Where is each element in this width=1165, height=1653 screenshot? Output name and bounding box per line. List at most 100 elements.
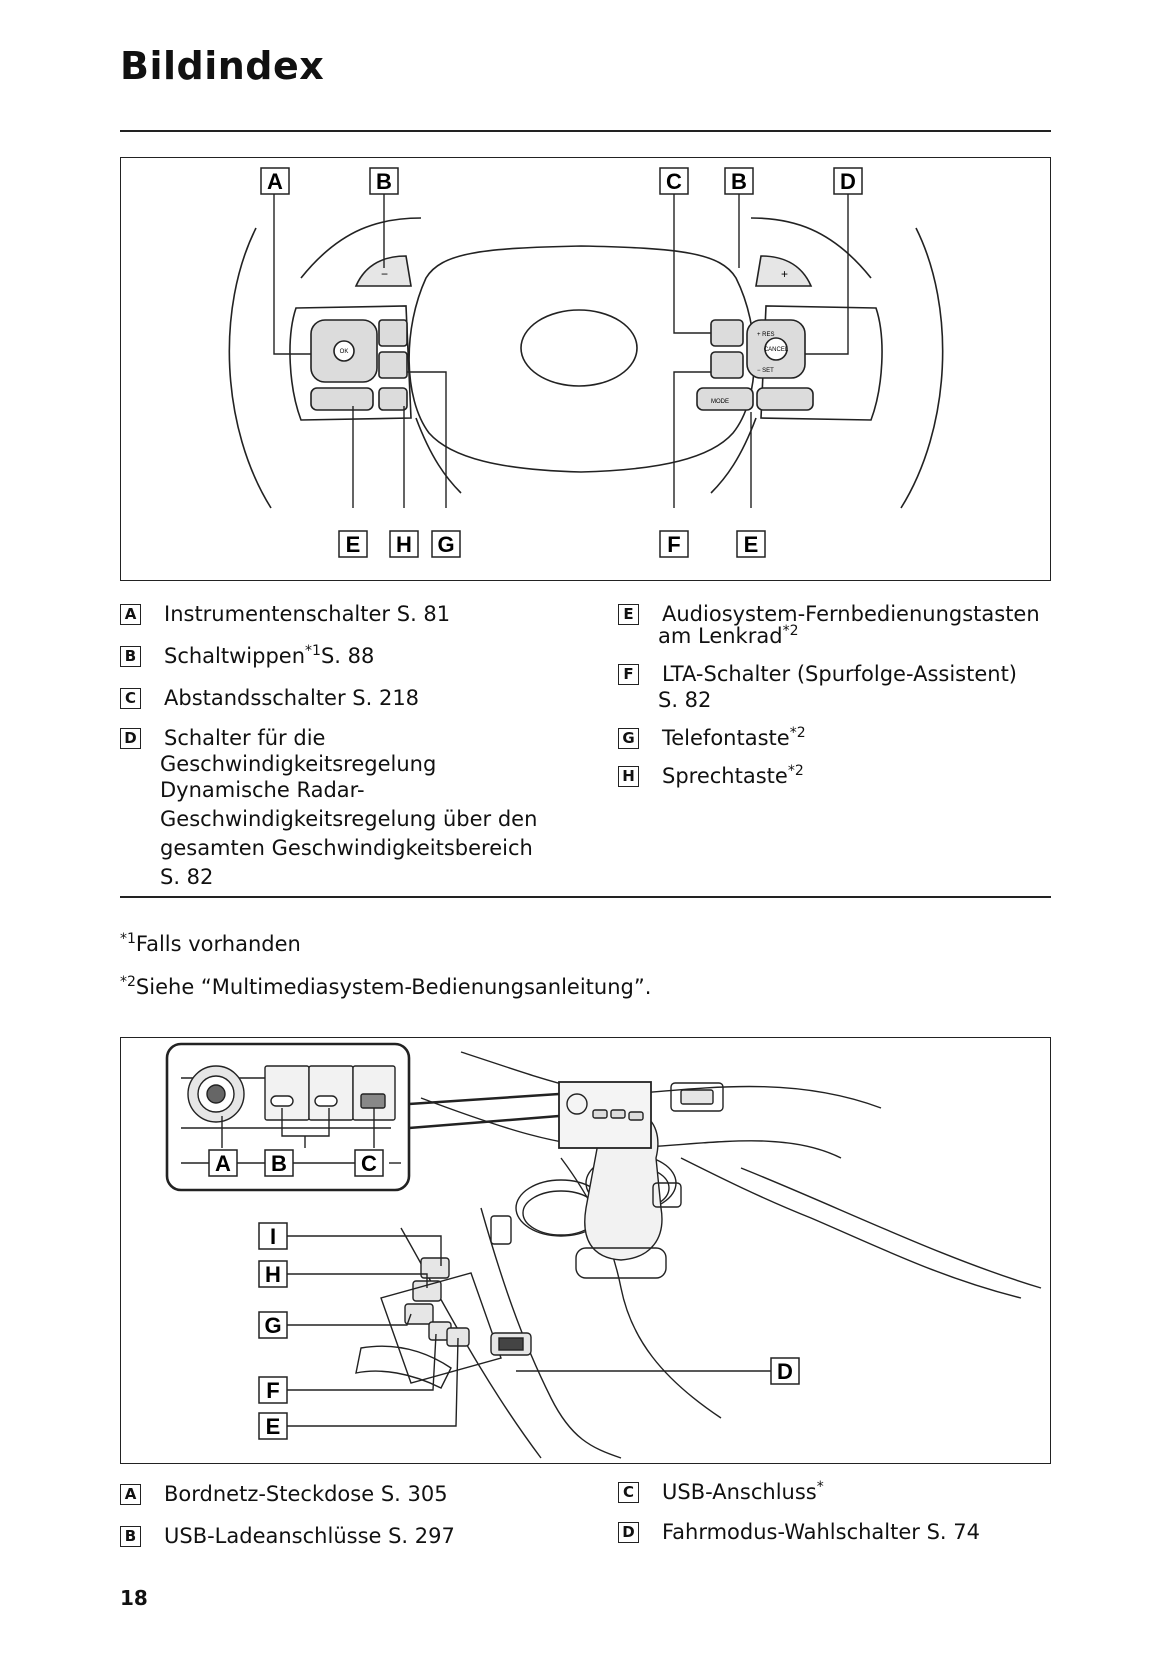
legend-letter: G xyxy=(618,728,639,749)
footnote-mark: *1 xyxy=(120,931,136,947)
legend-letter: E xyxy=(618,604,639,625)
callout-letter: G xyxy=(437,532,454,557)
legend-text: USB-Ladeanschlüsse S. 297 xyxy=(164,1524,455,1548)
legend-text: Fahrmodus-Wahlschalter S. 74 xyxy=(662,1520,981,1544)
callout-letter: D xyxy=(840,169,856,194)
page-number: 18 xyxy=(120,1586,148,1610)
legend-text: gesamten Geschwindigkeitsbereich xyxy=(160,836,533,860)
legend-letter: H xyxy=(618,766,639,787)
callout-b-top-left: B xyxy=(369,167,399,195)
side-callout-g: G xyxy=(258,1311,288,1339)
callout-letter: E xyxy=(744,532,759,557)
legend-text: USB-Anschluss* xyxy=(662,1478,824,1506)
callout-letter: B xyxy=(376,169,392,194)
side-callout-e: E xyxy=(258,1412,288,1440)
callout-letter: A xyxy=(215,1151,231,1176)
legend-letter: F xyxy=(618,664,639,685)
callout-a-top: A xyxy=(260,167,290,195)
legend-letter: B xyxy=(120,646,141,667)
legend-text-main: Schaltwippen xyxy=(164,644,306,668)
legend-letter: B xyxy=(120,1526,141,1547)
mode-label: MODE xyxy=(711,399,729,405)
footnote-mark: *2 xyxy=(789,725,806,741)
legend-text-main: Telefontaste xyxy=(662,726,790,750)
footnote-text: Siehe “Multimediasystem-Bedienungsanleit… xyxy=(135,975,652,999)
footnote-2: *2Siehe “Multimediasystem-Bedienungsanle… xyxy=(120,975,651,999)
inset-callout-a: A xyxy=(208,1149,238,1177)
legend-letter: A xyxy=(120,604,141,625)
title-divider xyxy=(120,130,1051,132)
center-console-figure: A B C I H G F E D xyxy=(120,1037,1051,1464)
callout-letter: D xyxy=(777,1359,793,1384)
set-label: − SET xyxy=(757,368,774,374)
legend-text: am Lenkrad*2 xyxy=(658,622,798,650)
legend-text: LTA-Schalter (Spurfolge-Assistent) xyxy=(662,662,1017,686)
res-label: + RES xyxy=(757,332,775,338)
legend-text: S. 82 xyxy=(160,865,214,889)
legend-text-main: USB-Anschluss xyxy=(662,1480,817,1504)
paddle-minus-label: − xyxy=(381,267,388,281)
callout-letter: B xyxy=(271,1151,287,1176)
legend-text: Dynamische Radar- xyxy=(160,778,365,802)
callout-letter: A xyxy=(267,169,283,194)
legend-text: Telefontaste*2 xyxy=(662,724,806,752)
legend-text-main: am Lenkrad xyxy=(658,624,783,648)
footnote-1: *1Falls vorhanden xyxy=(120,932,301,956)
callout-letter: H xyxy=(265,1262,281,1287)
center-console-illustration: A B C I H G F E D xyxy=(165,1042,1042,1459)
legend-text: S. 82 xyxy=(658,688,712,712)
legend-letter: C xyxy=(618,1482,639,1503)
side-callout-f: F xyxy=(258,1376,288,1404)
callout-letter: G xyxy=(264,1313,281,1338)
legend-text: Geschwindigkeitsregelung xyxy=(160,752,437,776)
footnote-mark: *2 xyxy=(120,974,136,990)
legend-letter: A xyxy=(120,1484,141,1505)
side-callout-i: I xyxy=(258,1222,288,1250)
callout-e-bottom-left: E xyxy=(338,530,368,558)
page-title: Bildindex xyxy=(120,44,325,88)
legend-letter: C xyxy=(120,688,141,709)
legend-text-page: S. 88 xyxy=(320,644,375,668)
inset-callout-b: B xyxy=(264,1149,294,1177)
footnote-mark: *1 xyxy=(305,643,321,659)
legend-text: Schaltwippen*1S. 88 xyxy=(164,642,374,670)
legend-text: Audiosystem-Fernbedienungstasten xyxy=(662,602,1040,626)
legend-text: Bordnetz-Steckdose S. 305 xyxy=(164,1482,448,1506)
legend-text: Abstandsschalter S. 218 xyxy=(164,686,420,710)
callout-letter: I xyxy=(270,1224,276,1249)
legend-letter: D xyxy=(618,1522,639,1543)
callout-h-bottom: H xyxy=(389,530,419,558)
footnote-mark: *2 xyxy=(782,623,799,639)
callout-letter: E xyxy=(266,1414,281,1439)
footnote-mark: *2 xyxy=(787,763,804,779)
inset-callout-c: C xyxy=(354,1149,384,1177)
legend-center-console: A Bordnetz-Steckdose S. 305 B USB-Ladean… xyxy=(120,1480,1051,1560)
side-callout-h: H xyxy=(258,1260,288,1288)
callout-g-bottom: G xyxy=(431,530,461,558)
footnote-text: Falls vorhanden xyxy=(135,932,301,956)
legend-text: Schalter für die xyxy=(164,726,326,750)
legend-text: Sprechtaste*2 xyxy=(662,762,804,790)
legend-letter: D xyxy=(120,728,141,749)
callout-letter: E xyxy=(346,532,361,557)
right-callout-d: D xyxy=(770,1357,800,1385)
steering-wheel-figure: OK CANCEL + RES − SET MODE − + A B C B D… xyxy=(120,157,1051,581)
legend-steering-wheel: A Instrumentenschalter S. 81 B Schaltwip… xyxy=(120,600,1051,890)
callout-b-top-right: B xyxy=(724,167,754,195)
ports-inset: A B C xyxy=(165,1042,411,1192)
legend-text: Geschwindigkeitsregelung über den xyxy=(160,807,538,831)
legend-text-main: Sprechtaste xyxy=(662,764,788,788)
callout-letter: C xyxy=(361,1151,377,1176)
callout-e-bottom-right: E xyxy=(736,530,766,558)
steering-wheel-illustration: OK CANCEL + RES − SET MODE − + A B C B D… xyxy=(228,167,944,558)
callout-d-top: D xyxy=(833,167,863,195)
paddle-plus-label: + xyxy=(781,267,788,281)
footnote-mark: * xyxy=(816,1479,824,1495)
section-divider xyxy=(120,896,1051,898)
callout-f-bottom: F xyxy=(659,530,689,558)
callout-letter: B xyxy=(731,169,747,194)
cancel-button-label: CANCEL xyxy=(764,347,789,353)
callout-letter: H xyxy=(396,532,412,557)
ok-button-label: OK xyxy=(340,349,349,355)
callout-letter: F xyxy=(667,532,680,557)
